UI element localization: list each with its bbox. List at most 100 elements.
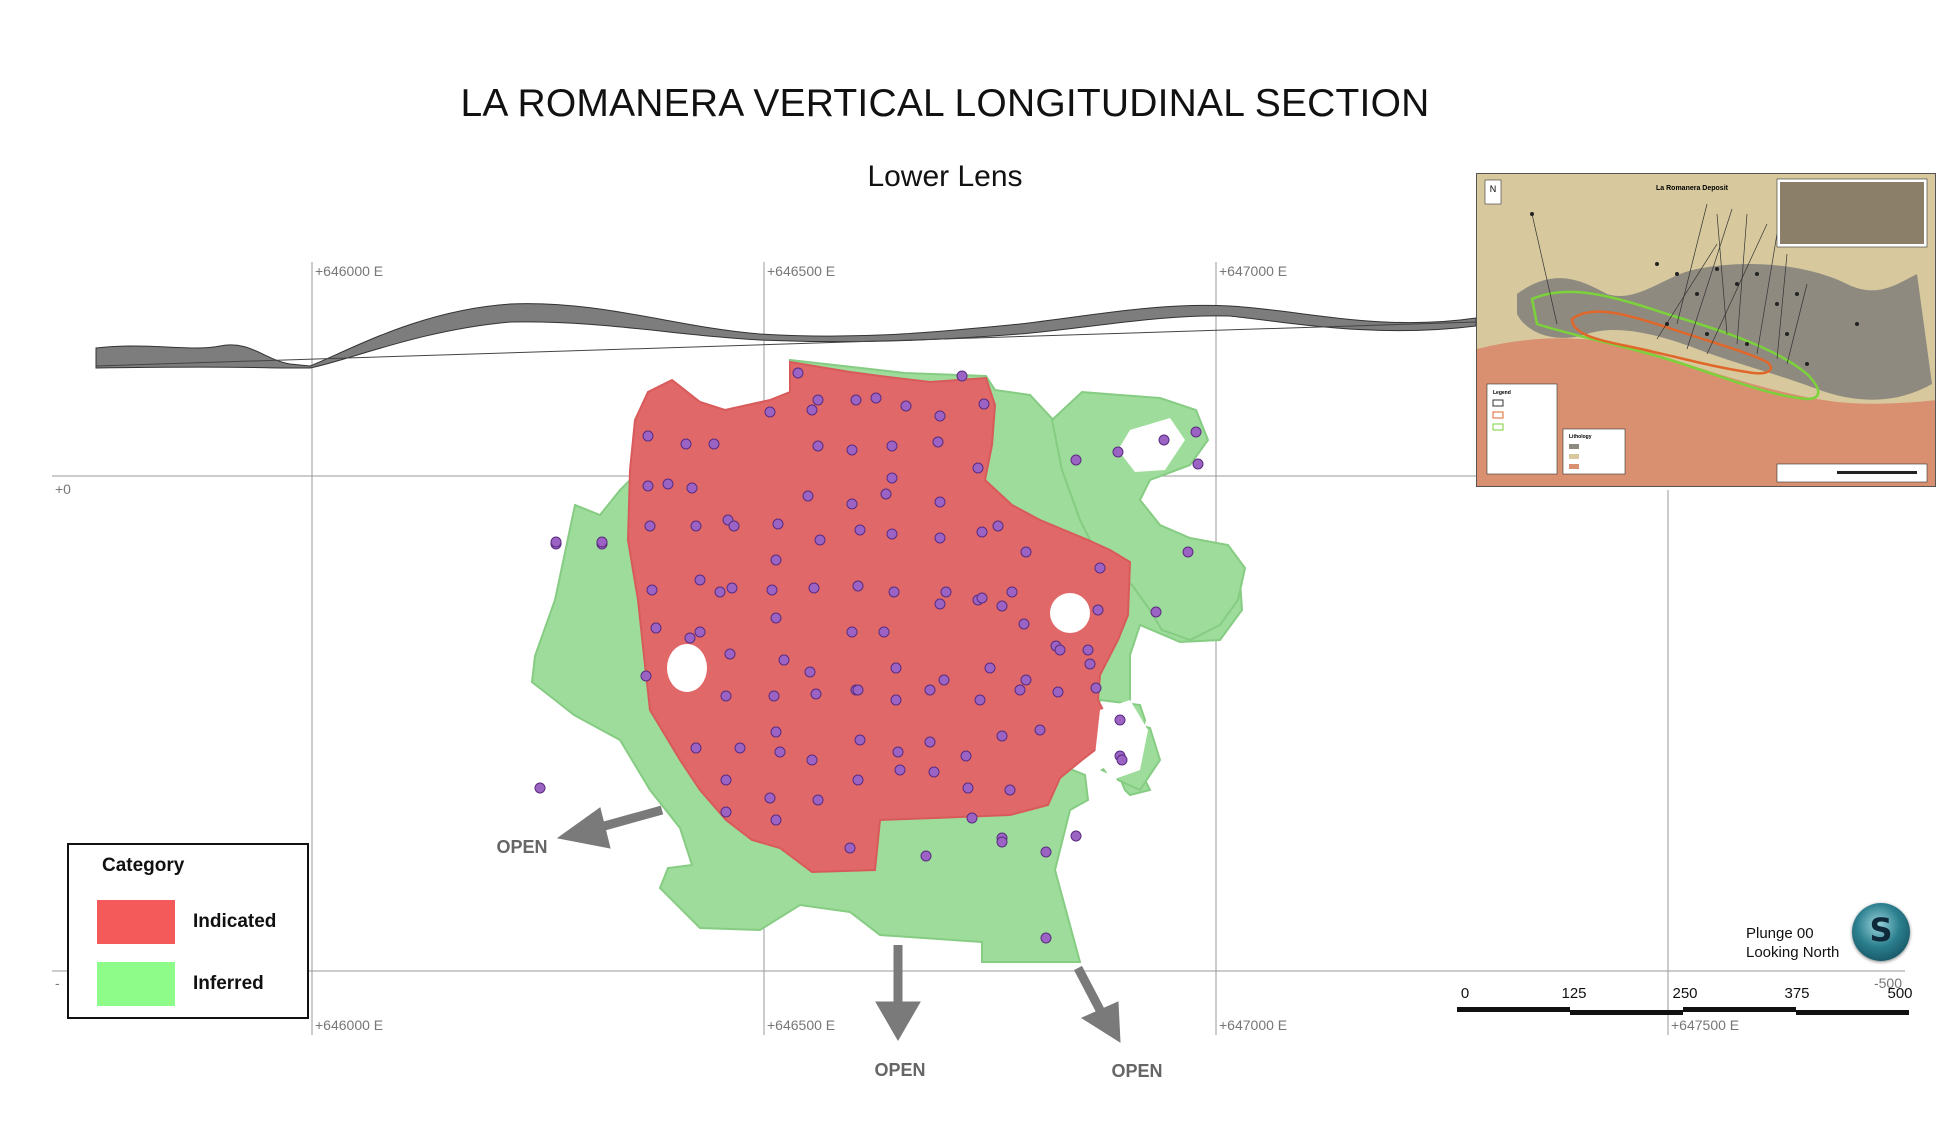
inset-legend-title: Legend <box>1493 390 1511 396</box>
drill-point <box>938 674 950 686</box>
drill-point <box>996 730 1008 742</box>
drill-point <box>694 574 706 586</box>
drill-point <box>846 498 858 510</box>
drill-point <box>690 520 702 532</box>
drill-point <box>792 367 804 379</box>
drill-point <box>1014 684 1026 696</box>
drill-point <box>770 814 782 826</box>
drill-point <box>550 536 562 548</box>
drill-point <box>1052 686 1064 698</box>
drill-point <box>1112 446 1124 458</box>
drill-point <box>642 480 654 492</box>
drill-point <box>690 742 702 754</box>
zone-holes <box>667 418 1185 780</box>
drill-point <box>770 726 782 738</box>
drill-point <box>850 394 862 406</box>
drill-point <box>928 766 940 778</box>
inset-location-map: N La Romanera Deposit Legend Lithology <box>1476 173 1936 487</box>
drill-point <box>778 654 790 666</box>
drill-point <box>642 430 654 442</box>
open-label-southeast: OPEN <box>1111 1061 1162 1081</box>
grid-label-top-3: +647000 E <box>1219 263 1287 279</box>
drill-point <box>768 690 780 702</box>
drill-point <box>1006 586 1018 598</box>
drill-point <box>596 536 608 548</box>
logo-letter: S <box>1869 911 1893 949</box>
drill-point <box>724 648 736 660</box>
scale-segment-2 <box>1570 1010 1683 1015</box>
drill-point <box>852 580 864 592</box>
drill-point <box>972 462 984 474</box>
grid-label-top-2: +646500 E <box>767 263 835 279</box>
drill-point <box>854 734 866 746</box>
legend-item-indicated: Indicated <box>97 900 297 944</box>
open-label-west: OPEN <box>496 837 547 857</box>
drill-point <box>894 764 906 776</box>
drill-point <box>812 394 824 406</box>
drill-point <box>1054 644 1066 656</box>
drill-point <box>932 436 944 448</box>
drill-point <box>886 440 898 452</box>
drill-point <box>974 694 986 706</box>
drill-point <box>890 662 902 674</box>
drill-point <box>852 774 864 786</box>
open-arrow-south <box>875 945 921 1041</box>
drill-point <box>802 490 814 502</box>
inset-lithology-title: Lithology <box>1569 434 1592 440</box>
drill-point <box>720 806 732 818</box>
scale-tick-375: 375 <box>1784 985 1810 1002</box>
plunge-label: Plunge 00 <box>1746 925 1814 942</box>
grid-label-bottom-1: +646000 E <box>315 1017 383 1033</box>
drill-point <box>812 440 824 452</box>
looking-label: Looking North <box>1746 944 1840 961</box>
drill-point <box>646 584 658 596</box>
drill-point <box>890 694 902 706</box>
elevation-label-top: +0 <box>55 481 71 497</box>
drill-point <box>808 582 820 594</box>
drill-point <box>1090 682 1102 694</box>
inset-map-title: La Romanera Deposit <box>1656 185 1729 192</box>
legend-title: Category <box>102 855 185 876</box>
elevation-label-bottom-right: -500 <box>1874 975 1902 991</box>
drill-point <box>996 600 1008 612</box>
drill-point <box>924 736 936 748</box>
drill-point <box>1182 546 1194 558</box>
drill-point <box>934 532 946 544</box>
drill-point <box>694 626 706 638</box>
drill-point <box>650 622 662 634</box>
legend-swatch-indicated <box>97 900 175 944</box>
drill-point <box>1114 714 1126 726</box>
drill-point <box>1190 426 1202 438</box>
drill-point <box>1020 546 1032 558</box>
drill-point <box>978 398 990 410</box>
drill-point <box>680 438 692 450</box>
drill-point <box>534 782 546 794</box>
drill-point <box>814 534 826 546</box>
drill-point <box>846 444 858 456</box>
drill-point <box>806 404 818 416</box>
scale-tick-500: 500 <box>1887 985 1913 1002</box>
drill-point <box>644 520 656 532</box>
drill-point <box>770 612 782 624</box>
drill-point <box>1084 658 1096 670</box>
open-arrow-southeast <box>1074 965 1121 1043</box>
drill-point <box>1020 674 1032 686</box>
drill-points <box>534 367 1204 944</box>
drill-point <box>766 584 778 596</box>
drill-point <box>966 812 978 824</box>
drill-point <box>888 586 900 598</box>
drill-point <box>984 662 996 674</box>
drill-point <box>640 670 652 682</box>
drill-point <box>924 684 936 696</box>
open-arrow-west <box>556 805 664 849</box>
indicated-zone <box>626 360 1132 874</box>
drill-point <box>1070 454 1082 466</box>
drill-point <box>720 774 732 786</box>
drill-point <box>764 792 776 804</box>
grid-label-top-1: +646000 E <box>315 263 383 279</box>
drill-point <box>940 586 952 598</box>
drill-point <box>1158 434 1170 446</box>
drill-point <box>714 586 726 598</box>
drill-point <box>844 842 856 854</box>
drill-point <box>852 684 864 696</box>
